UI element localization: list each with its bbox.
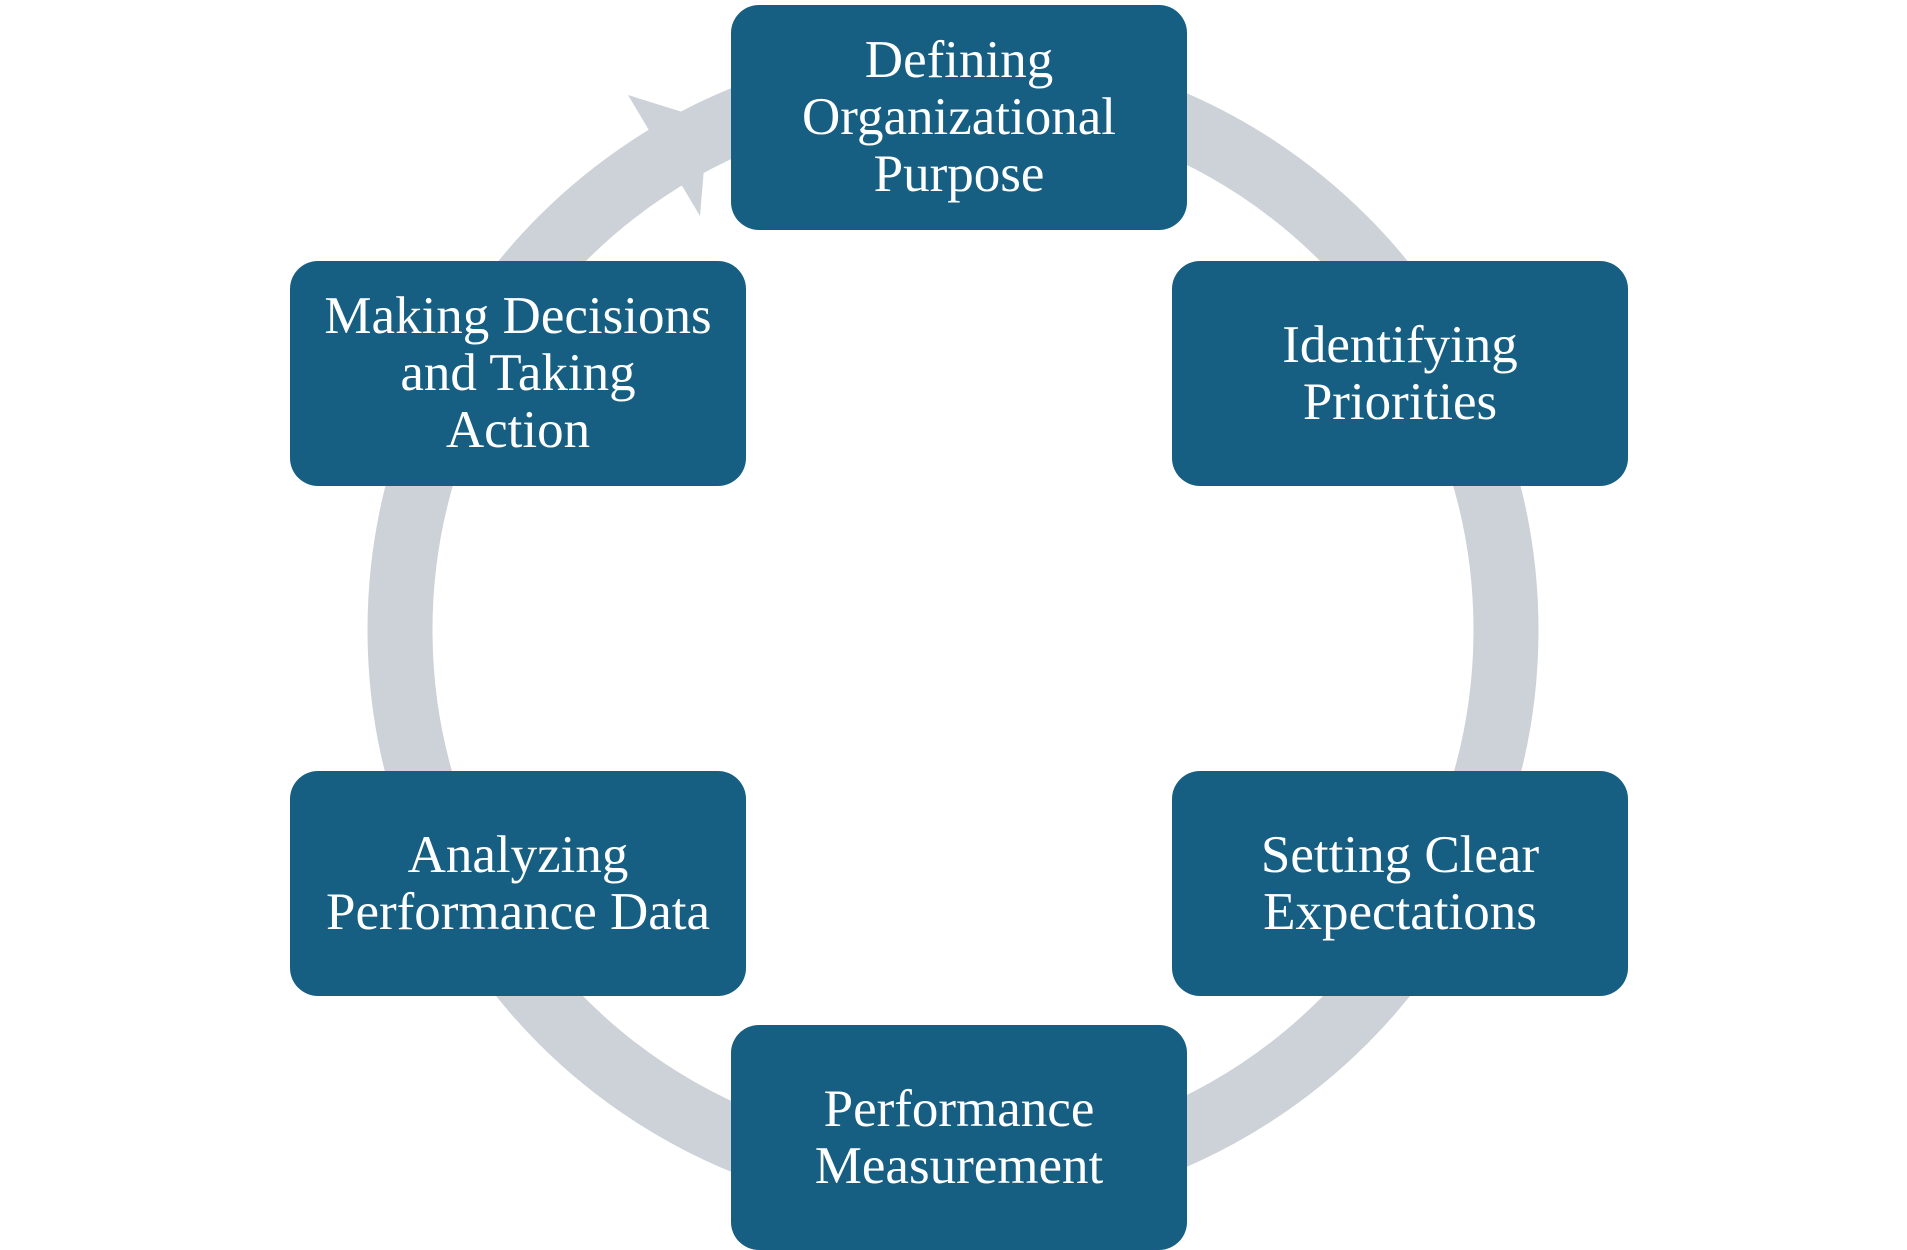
step-defining-organizational-purpose: Defining Organizational Purpose — [731, 5, 1187, 230]
step-making-decisions-and-taking-action: Making Decisions and Taking Action — [290, 261, 746, 486]
step-label: Analyzing Performance Data — [325, 825, 711, 941]
step-performance-measurement: Performance Measurement — [731, 1025, 1187, 1250]
cycle-ring — [367, 44, 1539, 1216]
cycle-arrowhead — [628, 95, 708, 216]
step-analyzing-performance-data: Analyzing Performance Data — [290, 771, 746, 996]
step-label: Making Decisions and Taking Action — [324, 287, 712, 459]
step-label: Setting Clear Expectations — [1260, 825, 1540, 941]
step-setting-clear-expectations: Setting Clear Expectations — [1172, 771, 1628, 996]
step-label: Identifying Priorities — [1282, 315, 1518, 431]
step-identifying-priorities: Identifying Priorities — [1172, 261, 1628, 486]
step-label: Defining Organizational Purpose — [802, 31, 1116, 203]
step-label: Performance Measurement — [814, 1079, 1104, 1195]
